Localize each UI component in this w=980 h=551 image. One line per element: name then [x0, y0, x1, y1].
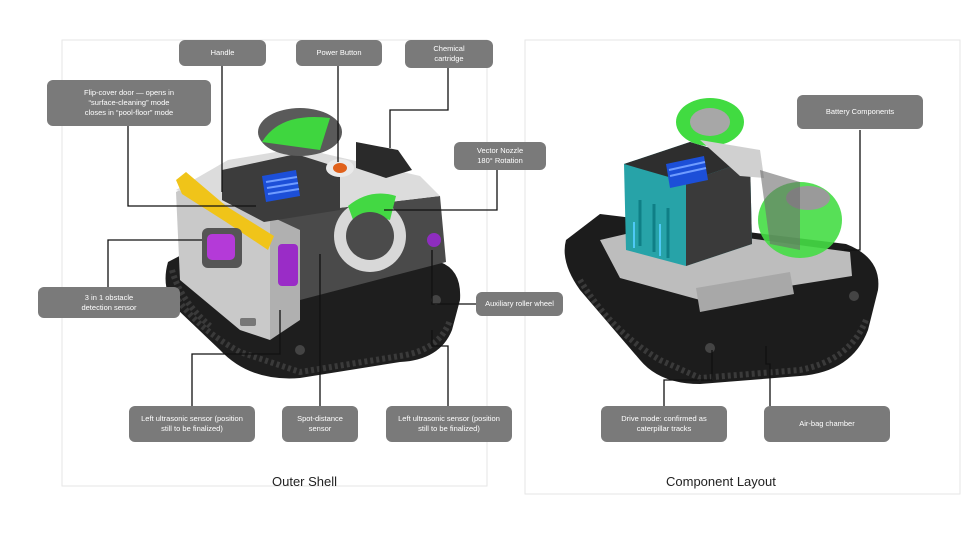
label-battery-components: Battery Components [797, 95, 923, 129]
leader-lines [107, 66, 861, 406]
label-left-ultrasonic-sensor-a: Left ultrasonic sensor (position still t… [129, 406, 255, 442]
outer-shell-robot [165, 108, 461, 379]
caption-outer-shell: Outer Shell [272, 474, 338, 489]
label-obstacle-sensor: 3 in 1 obstacle detection sensor [38, 287, 180, 318]
outer-shell-frame [61, 39, 488, 487]
caption-component-layout: Component Layout [666, 474, 776, 489]
label-air-bag-chamber: Air-bag chamber [764, 406, 890, 442]
label-spot-distance-sensor: Spot-distance sensor [282, 406, 358, 442]
label-flip-cover-door: Flip-cover door — opens in “surface-clea… [47, 80, 211, 126]
label-left-ultrasonic-sensor-b: Left ultrasonic sensor (position still t… [386, 406, 512, 442]
label-auxiliary-roller-wheel: Auxiliary roller wheel [476, 292, 563, 316]
label-vector-nozzle: Vector Nozzle 180° Rotation [454, 142, 546, 170]
label-chemical-cartridge: Chemical cartridge [405, 40, 493, 68]
component-layout-robot [564, 98, 879, 384]
label-drive-mode: Drive mode: confirmed as caterpillar tra… [601, 406, 727, 442]
component-layout-frame [524, 39, 961, 495]
label-power-button: Power Button [296, 40, 382, 66]
label-handle: Handle [179, 40, 266, 66]
